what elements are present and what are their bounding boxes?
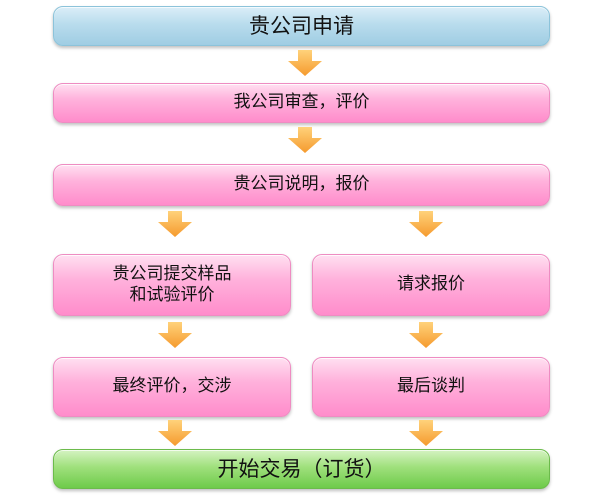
down-arrow-icon (158, 420, 192, 446)
down-arrow-icon (288, 127, 322, 153)
step-start-trading: 开始交易（订货） (53, 449, 550, 489)
step-review-label: 我公司审查，评价 (233, 92, 370, 113)
step-start-trading-label: 开始交易（订货） (217, 456, 386, 481)
down-arrow-icon (409, 322, 443, 348)
step-final-negotiation-label: 最后谈判 (397, 376, 465, 397)
step-review: 我公司审查，评价 (53, 83, 550, 123)
step-final-evaluation: 最终评价，交涉 (53, 357, 291, 417)
step-submit-samples-line1: 贵公司提交样品 (112, 263, 232, 284)
step-final-negotiation: 最后谈判 (312, 357, 550, 417)
step-apply: 贵公司申请 (53, 6, 550, 46)
down-arrow-icon (409, 211, 443, 237)
step-submit-samples: 贵公司提交样品 和试验评价 (53, 254, 291, 316)
step-explain-quote-label: 贵公司说明，报价 (233, 174, 370, 195)
down-arrow-icon (158, 211, 192, 237)
down-arrow-icon (288, 50, 322, 76)
down-arrow-icon (409, 420, 443, 446)
step-final-evaluation-label: 最终评价，交涉 (112, 376, 232, 397)
step-submit-samples-line2: 和试验评价 (129, 285, 215, 305)
step-explain-quote: 贵公司说明，报价 (53, 164, 550, 206)
step-request-quote-label: 请求报价 (397, 274, 465, 295)
down-arrow-icon (158, 322, 192, 348)
step-apply-label: 贵公司申请 (249, 13, 354, 38)
step-request-quote: 请求报价 (312, 254, 550, 316)
